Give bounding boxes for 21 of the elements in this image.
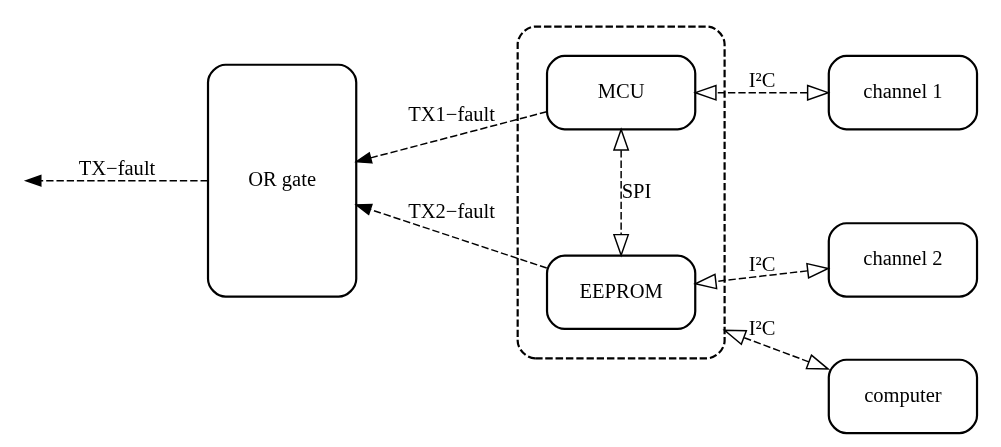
edge-label: TX1−fault [407, 102, 495, 125]
arrow [612, 126, 629, 257]
node-box: channel 1 [827, 54, 978, 130]
arrow [353, 203, 547, 269]
node-box: computer [827, 358, 978, 434]
arrow [23, 174, 208, 187]
node-box: channel 2 [827, 221, 978, 298]
cluster [516, 25, 726, 359]
node-box: OR gate [206, 63, 357, 298]
edge-label: TX−fault [78, 156, 155, 179]
node-box: EEPROM [545, 253, 696, 330]
edge-label: SPI [621, 179, 651, 202]
arrow [692, 262, 830, 290]
arrow [722, 329, 830, 370]
edge-label: I²C [748, 252, 775, 275]
node-box: MCU [545, 54, 696, 130]
arrow [692, 83, 830, 101]
edge-label: I²C [748, 68, 775, 91]
edge-label: TX2−fault [407, 199, 495, 222]
edge-label: I²C [748, 316, 775, 339]
arrow [353, 110, 547, 164]
